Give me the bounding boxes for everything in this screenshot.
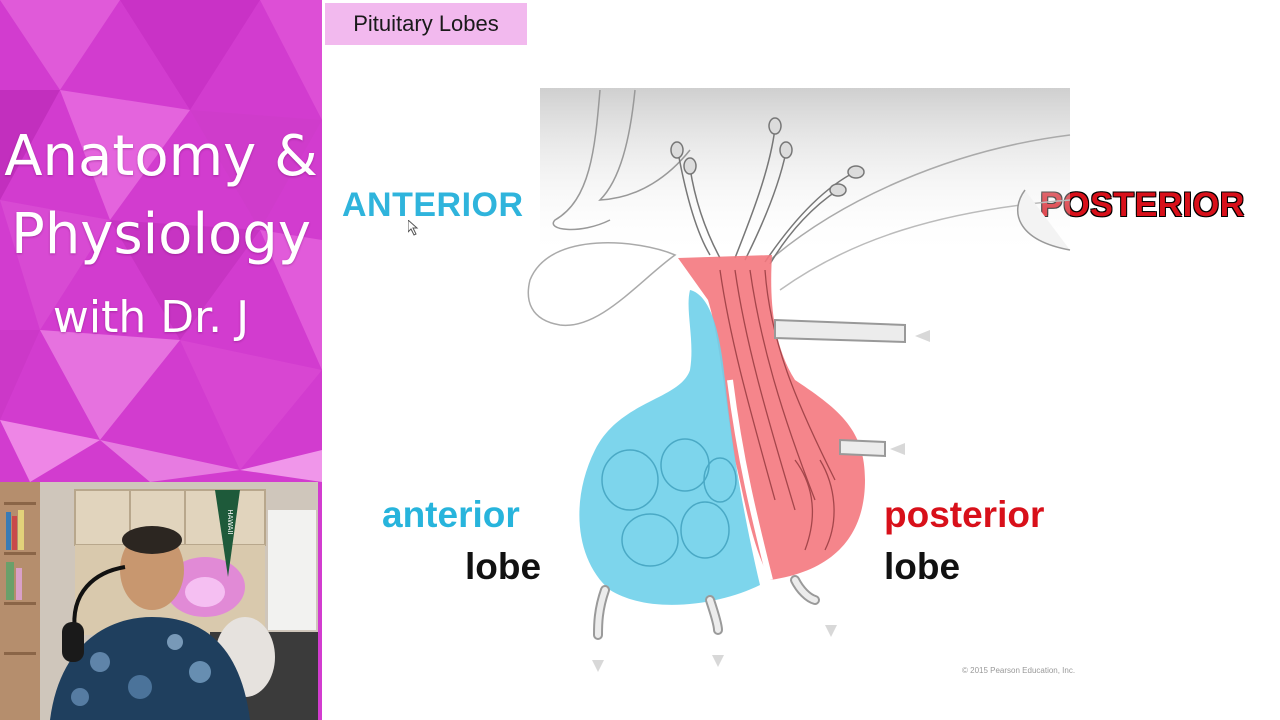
webcam-scene: HAWAII	[0, 482, 318, 720]
posterior-lobe-label: posterior	[884, 494, 1045, 535]
posterior-direction-label: POSTERIOR	[1040, 186, 1245, 224]
hypothalamus-region	[540, 88, 1070, 258]
slide-title: Pituitary Lobes	[325, 3, 527, 45]
presenter-shirt	[50, 617, 250, 720]
mouse-cursor-icon	[408, 220, 419, 236]
pituitary-diagram	[527, 88, 1071, 672]
pennant	[215, 490, 240, 577]
copyright-notice: © 2015 Pearson Education, Inc.	[962, 666, 1076, 675]
anterior-lobe-label: anterior	[382, 494, 520, 535]
brand-title-line2: Physiology	[11, 202, 311, 267]
branding-sidebar: Anatomy & Physiology with Dr. J	[0, 0, 322, 720]
webcam-feed: HAWAII	[0, 482, 318, 720]
brand-title-line1: Anatomy &	[4, 124, 318, 189]
anterior-direction-label: ANTERIOR	[342, 186, 524, 224]
pennant-text: HAWAII	[226, 509, 234, 534]
anterior-lobe-shape	[579, 290, 760, 605]
posterior-lobe-suffix: lobe	[884, 546, 961, 587]
neurosecretory-cells	[677, 127, 856, 265]
anterior-lobe-suffix: lobe	[465, 546, 542, 587]
brand-subtitle: with Dr. J	[52, 292, 250, 343]
posterior-lobe-shape	[678, 255, 865, 580]
